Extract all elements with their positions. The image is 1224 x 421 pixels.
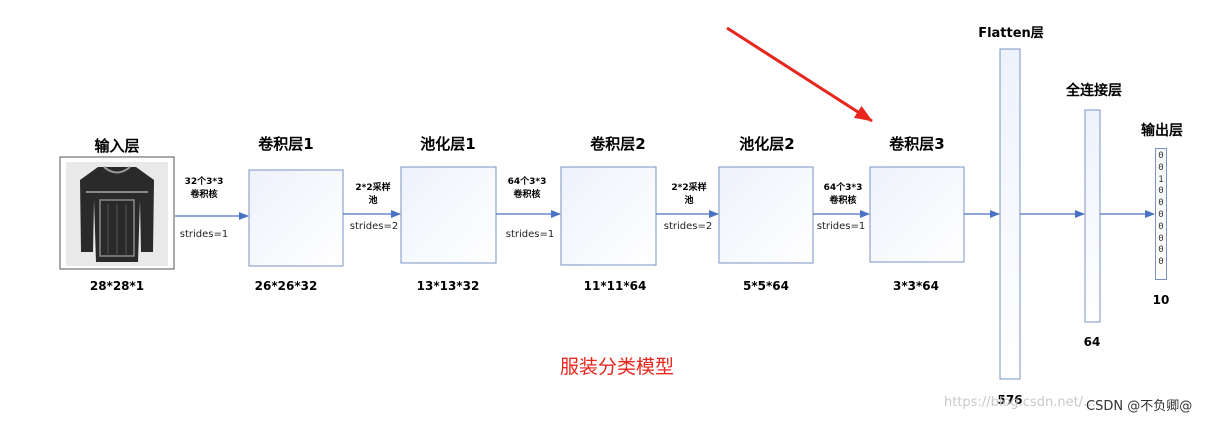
watermark-url: https://blog.csdn.net/... xyxy=(944,395,1095,410)
op2-stride: strides=2 xyxy=(350,221,398,232)
dense-bar xyxy=(1085,110,1100,322)
op4-stride: strides=2 xyxy=(664,221,712,232)
dims-pool1: 13*13*32 xyxy=(417,279,480,293)
conv1-box xyxy=(249,170,343,266)
op1-stride: strides=1 xyxy=(180,229,228,240)
conv3-box xyxy=(870,167,964,262)
title-flatten: Flatten层 xyxy=(978,22,1044,41)
output-value: 0 xyxy=(1156,210,1166,222)
title-output: 输出层 xyxy=(1141,120,1183,140)
output-value: 1 xyxy=(1156,175,1166,187)
dims-conv3: 3*3*64 xyxy=(893,279,939,293)
input-image xyxy=(60,157,174,269)
title-pool2: 池化层2 xyxy=(739,133,794,154)
sweater-icon xyxy=(80,167,154,262)
output-value: 0 xyxy=(1156,222,1166,234)
output-vector: 0 0 1 0 0 0 0 0 0 0 xyxy=(1155,148,1167,280)
conv2-box xyxy=(561,167,656,265)
title-pool1: 池化层1 xyxy=(420,133,475,154)
op3-stride: strides=1 xyxy=(506,229,554,240)
dims-conv1: 26*26*32 xyxy=(255,279,318,293)
op2-label: 2*2采样池 xyxy=(355,182,390,208)
diagram-caption: 服装分类模型 xyxy=(560,352,674,379)
output-value: 0 xyxy=(1156,257,1166,269)
dims-dense: 64 xyxy=(1084,335,1101,349)
csdn-credit: CSDN @不负卿@ xyxy=(1086,395,1192,414)
dims-conv2: 11*11*64 xyxy=(584,279,647,293)
op4-label: 2*2采样池 xyxy=(671,182,706,208)
output-value: 0 xyxy=(1156,186,1166,198)
pool1-box xyxy=(401,167,496,263)
output-value: 0 xyxy=(1156,245,1166,257)
title-input-layer: 输入层 xyxy=(94,135,139,156)
output-value: 0 xyxy=(1156,151,1166,163)
op5-stride: strides=1 xyxy=(817,221,865,232)
title-conv3: 卷积层3 xyxy=(889,133,944,154)
flatten-bar xyxy=(1000,49,1020,379)
dims-output: 10 xyxy=(1153,293,1170,307)
output-value: 0 xyxy=(1156,163,1166,175)
dims-input: 28*28*1 xyxy=(90,279,144,293)
title-dense: 全连接层 xyxy=(1066,80,1122,100)
highlight-arrow xyxy=(727,28,872,121)
output-value: 0 xyxy=(1156,234,1166,246)
dims-pool2: 5*5*64 xyxy=(743,279,789,293)
pool2-box xyxy=(719,167,813,263)
title-conv2: 卷积层2 xyxy=(590,133,645,154)
output-value: 0 xyxy=(1156,198,1166,210)
title-conv1: 卷积层1 xyxy=(258,133,313,154)
